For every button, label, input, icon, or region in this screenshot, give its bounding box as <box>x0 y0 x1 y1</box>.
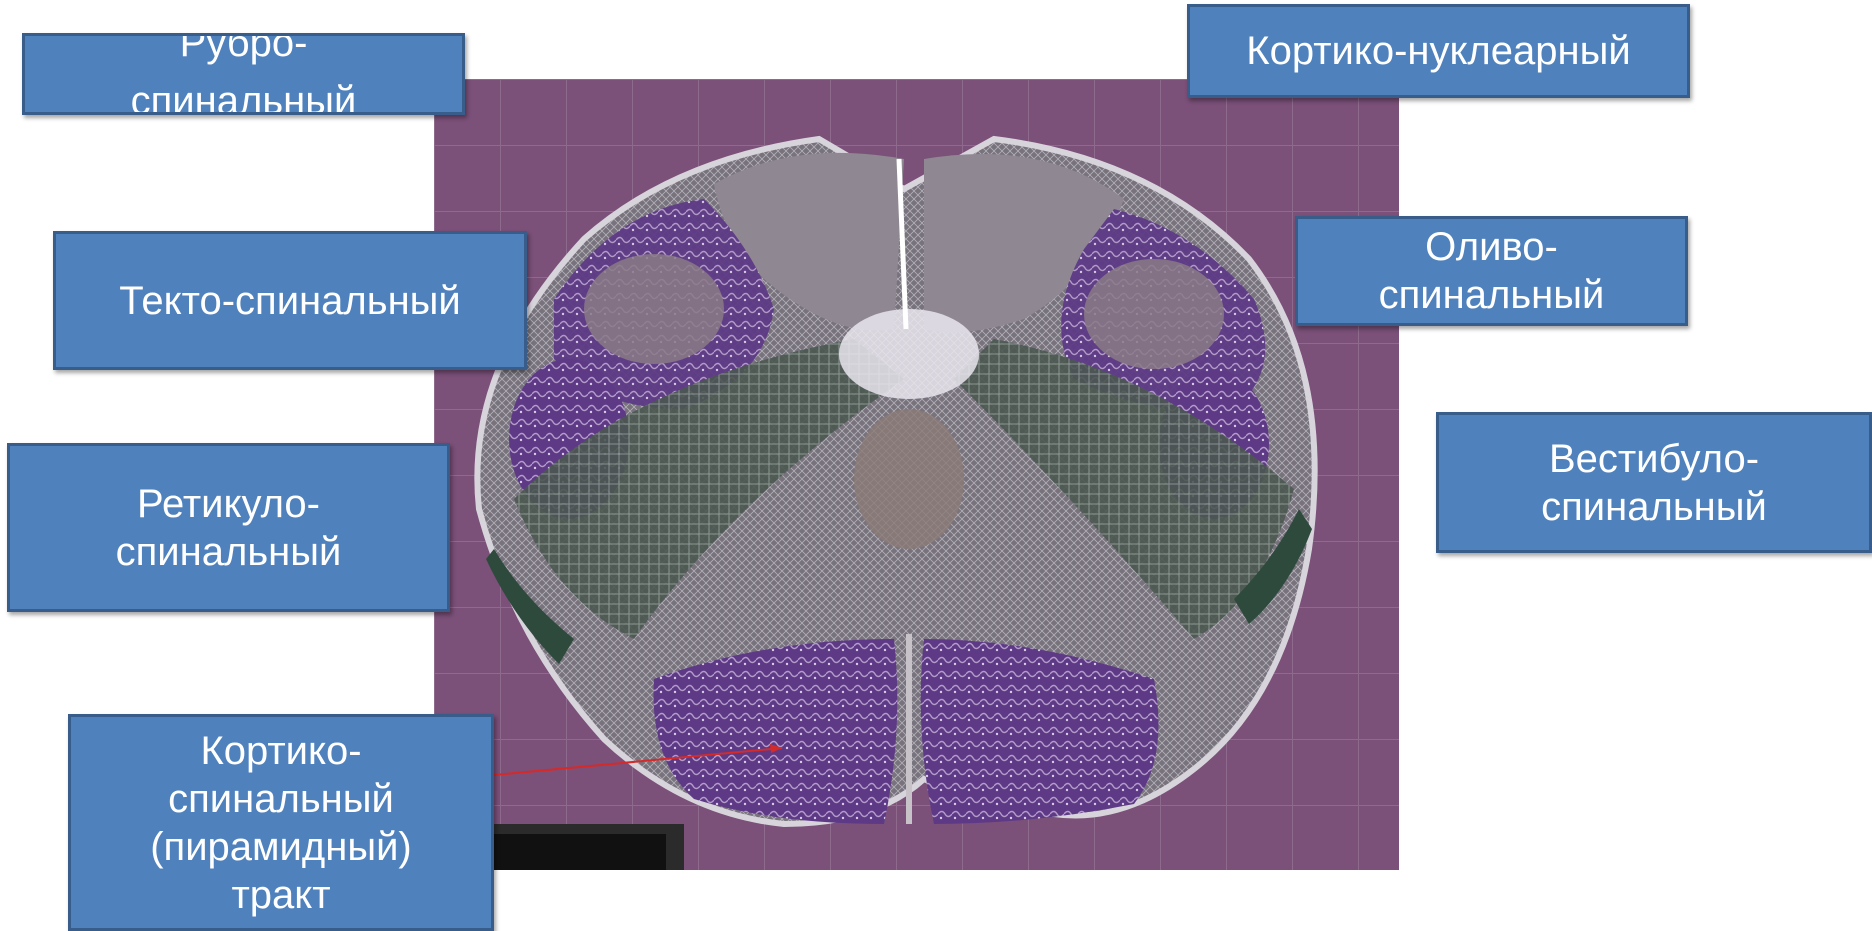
label-reticulospinal-text: Ретикуло- спинальный <box>116 480 342 576</box>
label-olivospinal: Оливо- спинальный <box>1295 216 1688 326</box>
label-vestibulospinal-text: Вестибуло- спинальный <box>1541 435 1767 531</box>
label-rubrospinal: Рубро- спинальный <box>22 33 465 115</box>
label-corticospinal-text: Кортико- спинальный (пирамидный) тракт <box>150 727 412 919</box>
label-reticulospinal: Ретикуло- спинальный <box>7 443 450 612</box>
label-vestibulospinal: Вестибуло- спинальный <box>1436 412 1872 553</box>
cross-section-illustration <box>434 79 1399 870</box>
label-olivospinal-text: Оливо- спинальный <box>1379 223 1605 319</box>
label-corticonuclear-text: Кортико-нуклеарный <box>1246 27 1630 75</box>
label-tectospinal: Текто-спинальный <box>53 231 527 370</box>
label-corticospinal: Кортико- спинальный (пирамидный) тракт <box>68 714 494 931</box>
spinal-cord-cross-section-image <box>434 79 1399 870</box>
label-corticonuclear: Кортико-нуклеарный <box>1187 4 1690 98</box>
label-rubrospinal-text: Рубро- спинальный <box>131 33 357 115</box>
label-tectospinal-text: Текто-спинальный <box>119 277 461 325</box>
